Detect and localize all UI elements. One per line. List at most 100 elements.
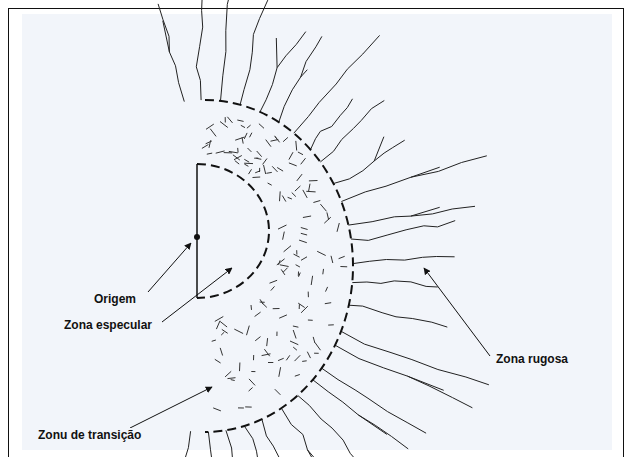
transition-mark bbox=[238, 407, 244, 408]
transition-marks bbox=[202, 117, 347, 411]
transition-mark bbox=[245, 406, 252, 407]
transition-mark bbox=[225, 117, 226, 122]
transition-mark bbox=[286, 355, 290, 360]
transition-mark bbox=[325, 303, 331, 304]
transition-mark bbox=[308, 320, 313, 321]
transition-mark bbox=[299, 304, 300, 309]
transition-mark bbox=[235, 137, 244, 140]
transition-mark bbox=[289, 163, 297, 166]
transition-mark bbox=[247, 125, 251, 128]
transition-mark bbox=[302, 360, 307, 362]
transition-mark bbox=[225, 371, 231, 377]
transition-mark bbox=[262, 354, 271, 356]
transition-mark bbox=[229, 151, 238, 153]
transition-mark bbox=[272, 166, 277, 172]
rough-line bbox=[244, 426, 265, 457]
transition-mark bbox=[284, 246, 291, 252]
leader-line bbox=[148, 243, 191, 292]
transition-mark bbox=[324, 217, 331, 223]
transition-mark bbox=[249, 379, 255, 386]
transition-mark bbox=[315, 343, 320, 351]
transition-mark bbox=[288, 197, 292, 199]
transition-mark bbox=[221, 332, 224, 335]
transition-mark bbox=[295, 141, 297, 151]
leader-line bbox=[130, 387, 212, 428]
transition-mark bbox=[222, 329, 228, 333]
transition-mark bbox=[271, 286, 275, 290]
zone-label: Zona especular bbox=[62, 318, 154, 332]
transition-mark bbox=[231, 379, 235, 381]
inner-boundary bbox=[197, 164, 269, 298]
transition-mark bbox=[255, 337, 260, 341]
transition-mark bbox=[206, 124, 214, 129]
transition-mark bbox=[311, 276, 312, 285]
transition-mark bbox=[308, 292, 309, 298]
transition-mark bbox=[202, 145, 209, 149]
transition-mark bbox=[249, 388, 253, 392]
transition-mark bbox=[317, 251, 326, 255]
transition-mark bbox=[320, 204, 326, 211]
transition-mark bbox=[275, 389, 281, 395]
transition-mark bbox=[279, 191, 281, 201]
transition-mark bbox=[283, 137, 288, 141]
transition-mark bbox=[278, 225, 287, 229]
leader-line bbox=[424, 268, 490, 356]
rough-line bbox=[158, 4, 184, 102]
transition-mark bbox=[266, 140, 271, 147]
transition-mark bbox=[266, 338, 268, 346]
transition-mark bbox=[322, 269, 324, 274]
transition-mark bbox=[313, 337, 315, 343]
rough-branch bbox=[163, 21, 170, 52]
transition-mark bbox=[301, 257, 307, 261]
transition-mark bbox=[327, 212, 329, 220]
rough-line bbox=[311, 99, 353, 150]
transition-mark bbox=[206, 141, 212, 144]
transition-mark bbox=[282, 196, 286, 202]
rough-line bbox=[320, 101, 384, 163]
rough-line bbox=[208, 432, 213, 457]
zone-label: Zona rugosa bbox=[494, 352, 570, 366]
transition-mark bbox=[293, 326, 299, 327]
transition-mark bbox=[283, 232, 285, 240]
rough-line bbox=[279, 36, 322, 122]
transition-mark bbox=[220, 122, 228, 128]
rough-line bbox=[335, 345, 472, 408]
transition-mark bbox=[262, 303, 267, 308]
transition-mark bbox=[210, 129, 216, 137]
rough-line bbox=[313, 380, 408, 449]
transition-mark bbox=[295, 355, 301, 361]
transition-mark bbox=[328, 324, 334, 325]
transition-mark bbox=[239, 363, 240, 372]
rough-line bbox=[352, 281, 437, 287]
transition-mark bbox=[303, 216, 311, 218]
transition-mark bbox=[292, 193, 296, 197]
rough-line bbox=[349, 305, 448, 327]
transition-mark bbox=[233, 155, 240, 160]
transition-mark bbox=[264, 165, 266, 174]
transition-mark bbox=[216, 151, 225, 153]
transition-mark bbox=[277, 259, 285, 265]
transition-mark bbox=[295, 375, 300, 377]
transition-mark bbox=[281, 269, 285, 275]
transition-mark bbox=[227, 117, 232, 123]
transition-mark bbox=[248, 148, 252, 152]
transition-mark bbox=[212, 340, 216, 341]
rough-line bbox=[341, 156, 486, 202]
transition-mark bbox=[337, 223, 339, 232]
transition-mark bbox=[279, 367, 281, 377]
rough-line bbox=[294, 35, 380, 133]
transition-mark bbox=[216, 321, 220, 329]
rough-line bbox=[226, 430, 246, 457]
frame bbox=[9, 9, 624, 457]
transition-mark bbox=[235, 161, 239, 165]
transition-mark bbox=[207, 153, 212, 154]
transition-mark bbox=[279, 260, 281, 265]
transition-mark bbox=[290, 341, 298, 345]
rough-line bbox=[353, 257, 455, 264]
transition-mark bbox=[299, 240, 307, 243]
transition-mark bbox=[331, 256, 333, 263]
transition-mark bbox=[215, 359, 221, 363]
transition-mark bbox=[259, 168, 260, 172]
